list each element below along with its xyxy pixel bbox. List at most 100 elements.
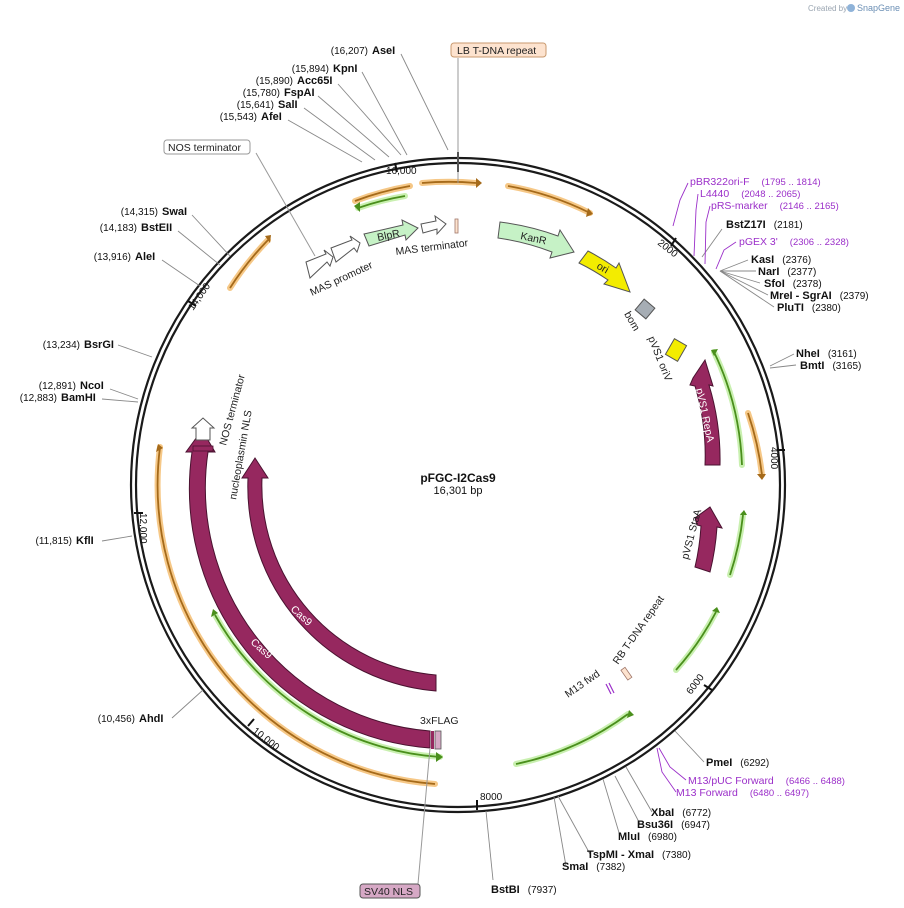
primer-range: (6480 .. 6497) xyxy=(750,788,809,799)
lb-label: LB T-DNA repeat xyxy=(457,45,536,57)
enzyme-name: BstZ17I xyxy=(726,219,766,231)
green-arrowheads xyxy=(211,202,747,762)
enzyme-position: (2181) xyxy=(774,220,803,231)
primer-labels: pBR322ori-F(1795 .. 1814)L4440(2048 .. 2… xyxy=(676,176,849,799)
ori-arrow[interactable] xyxy=(578,250,631,293)
enzyme-name: NcoI xyxy=(80,380,104,392)
enzyme-position: (14,183) xyxy=(100,223,137,234)
mas-promoter-arrows xyxy=(305,235,361,279)
enzyme-position: (7382) xyxy=(596,862,625,873)
nos-term-inner-arrow xyxy=(190,417,216,441)
enzyme-position: (3161) xyxy=(828,349,857,360)
enzyme-site-2: (15,890)Acc65I xyxy=(256,75,333,87)
enzyme-name: PluTI xyxy=(777,302,804,314)
lb-label-box xyxy=(450,42,547,58)
enzyme-position: (13,234) xyxy=(43,340,80,351)
enzyme-position: (3165) xyxy=(832,361,861,372)
enzyme-name: BstEII xyxy=(141,222,172,234)
orange-arrowheads xyxy=(156,178,766,480)
primer-range: (1795 .. 1814) xyxy=(762,177,821,188)
enzyme-name: AseI xyxy=(372,45,395,57)
enzyme-name: KpnI xyxy=(333,63,357,75)
enzyme-name: XbaI xyxy=(651,807,674,819)
kanr-arrow[interactable] xyxy=(497,221,575,259)
enzyme-position: (12,883) xyxy=(20,393,57,404)
primer-site-4: M13/pUC Forward (6466 .. 6488) xyxy=(688,775,845,787)
pvs1-staa-arrow[interactable] xyxy=(694,506,723,573)
enzyme-site-26: TspMI - XmaI(7380) xyxy=(587,849,691,861)
blpr-label: BlpR xyxy=(376,227,401,244)
enzyme-position: (6980) xyxy=(648,832,677,843)
primer-site-0: pBR322ori-F(1795 .. 1814) xyxy=(690,176,821,188)
tick-4000: 4000 xyxy=(768,447,779,470)
cas9-arc-outer[interactable] xyxy=(185,429,431,749)
bom-box xyxy=(634,298,656,320)
rb-label: RB T-DNA repeat xyxy=(611,593,667,666)
pvs1-repa-arrow[interactable] xyxy=(689,358,721,466)
enzyme-site-10: (12,891) NcoI xyxy=(39,380,104,392)
sv40-leader xyxy=(417,747,431,885)
lb-marker-inner xyxy=(454,218,459,234)
m13fwd-label: M13 fwd xyxy=(563,668,603,701)
m13fwd-mark xyxy=(605,682,615,695)
nos-term-box xyxy=(163,139,251,155)
enzyme-site-15: KasI(2376) xyxy=(751,254,811,266)
enzyme-position: (13,916) xyxy=(94,252,131,263)
ori-label: ori xyxy=(595,260,611,276)
enzyme-site-13: (10,456) AhdI xyxy=(98,713,164,725)
credit-brand: SnapGene xyxy=(857,3,900,13)
enzyme-site-9: (13,234)BsrGI xyxy=(43,339,114,351)
enzyme-position: (15,543) xyxy=(220,112,257,123)
enzyme-name: SwaI xyxy=(162,206,187,218)
enzyme-site-19: PluTI(2380) xyxy=(777,302,841,314)
primer-site-3: pGEX 3'(2306 .. 2328) xyxy=(739,236,849,248)
primer-site-1: L4440(2048 .. 2065) xyxy=(700,188,800,200)
primer-name: M13/pUC Forward xyxy=(688,775,774,787)
enzyme-site-8: (13,916)AleI xyxy=(94,251,155,263)
enzyme-name: SalI xyxy=(278,99,298,111)
enzyme-position: (15,641) xyxy=(237,100,274,111)
enzyme-position: (2378) xyxy=(793,279,822,290)
sv40-label: SV40 NLS xyxy=(364,886,413,898)
enzyme-name: AhdI xyxy=(139,713,163,725)
enzyme-site-17: SfoI(2378) xyxy=(764,278,822,290)
enzyme-site-4: (15,641) SalI xyxy=(237,99,298,111)
enzyme-name: Bsu36I xyxy=(637,819,673,831)
credit-prefix: Created by xyxy=(808,4,847,13)
primer-name: pRS-marker xyxy=(711,200,768,212)
primer-range: (2146 .. 2165) xyxy=(780,201,839,212)
enzyme-name: AfeI xyxy=(261,111,282,123)
enzyme-site-23: XbaI(6772) xyxy=(651,807,711,819)
primer-range: (2048 .. 2065) xyxy=(741,189,800,200)
enzyme-position: (12,891) xyxy=(39,381,76,392)
enzyme-site-14: BstZ17I (2181) xyxy=(726,219,803,231)
primer-name: M13 Forward xyxy=(676,787,738,799)
tick-8000: 8000 xyxy=(480,792,503,803)
enzyme-name: MluI xyxy=(618,831,640,843)
enzyme-site-22: PmeI(6292) xyxy=(706,757,769,769)
enzyme-position: (15,780) xyxy=(243,88,280,99)
plasmid-name: pFGC-I2Cas9 xyxy=(420,471,496,485)
enzyme-position: (10,456) xyxy=(98,714,135,725)
enzyme-site-18: MreI - SgrAI(2379) xyxy=(770,290,869,302)
enzyme-name: NarI xyxy=(758,266,779,278)
enzyme-position: (2379) xyxy=(840,291,869,302)
enzyme-site-11: (12,883) BamHI xyxy=(20,392,96,404)
enzyme-position: (15,894) xyxy=(292,64,329,75)
tick-16000: 16,000 xyxy=(386,166,417,177)
cas9-arc-inner[interactable] xyxy=(241,457,437,692)
enzyme-position: (2376) xyxy=(782,255,811,266)
blpr-arrow[interactable] xyxy=(363,219,419,247)
enzyme-name: BmtI xyxy=(800,360,824,372)
plasmid-size: 16,301 bp xyxy=(434,485,483,497)
enzyme-position: (15,890) xyxy=(256,76,293,87)
primer-range: (2306 .. 2328) xyxy=(790,237,849,248)
primer-range: (6466 .. 6488) xyxy=(786,776,845,787)
nls-box xyxy=(192,445,214,452)
enzyme-name: BamHI xyxy=(61,392,96,404)
primer-site-5: M13 Forward (6480 .. 6497) xyxy=(676,787,809,799)
tick-12000: 12,000 xyxy=(137,513,148,544)
enzyme-position: (16,207) xyxy=(331,46,368,57)
enzyme-site-12: (11,815)KflI xyxy=(35,535,93,547)
